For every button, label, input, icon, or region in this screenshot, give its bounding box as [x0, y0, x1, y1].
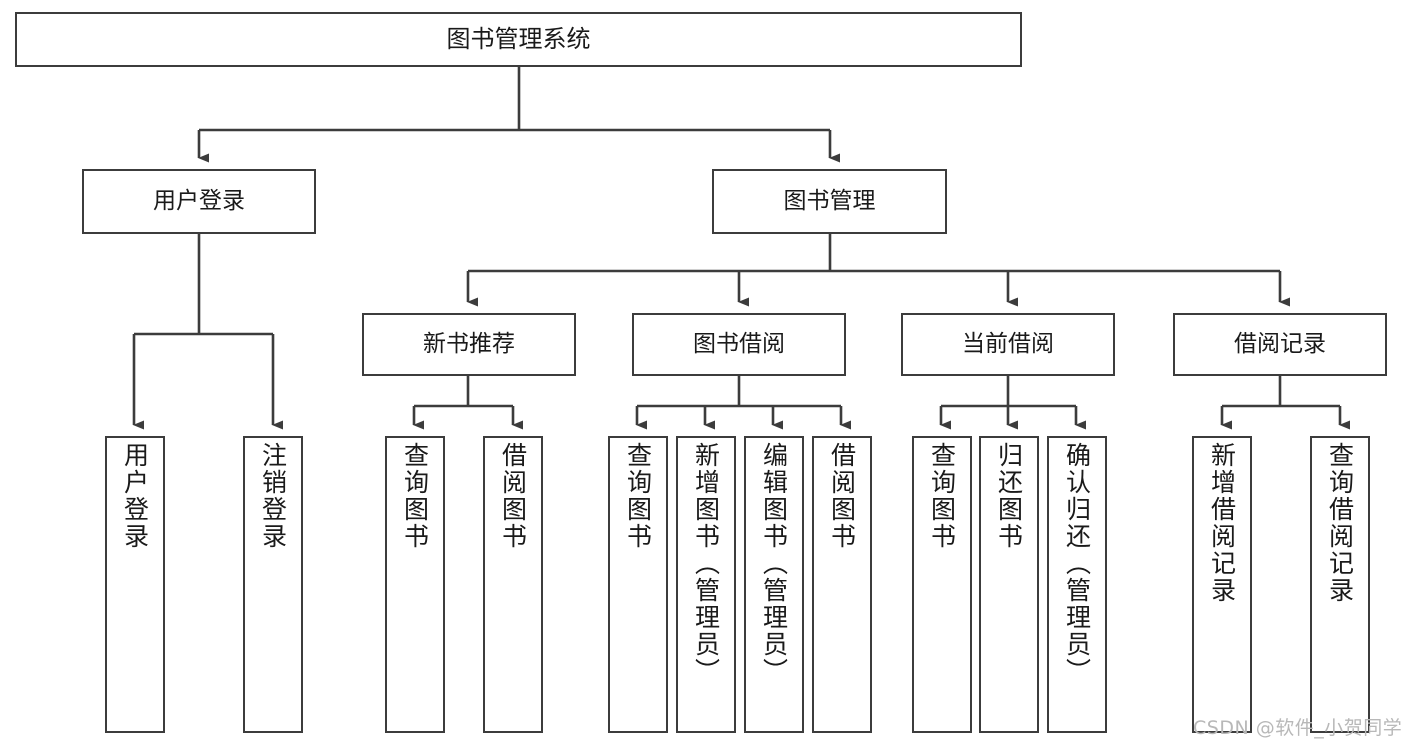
node-label: 用户登录 — [120, 442, 150, 550]
node-borrow-record[interactable]: 借阅记录 — [1173, 313, 1387, 376]
node-label: 图书管理系统 — [446, 24, 591, 53]
node-root-system[interactable]: 图书管理系统 — [15, 12, 1022, 67]
node-label: 查询图书 — [623, 442, 653, 550]
node-label: 查询借阅记录 — [1325, 442, 1355, 604]
node-book-management[interactable]: 图书管理 — [712, 169, 947, 234]
node-label: 新增借阅记录 — [1207, 442, 1237, 604]
node-book-borrow[interactable]: 图书借阅 — [632, 313, 846, 376]
node-label: 图书管理 — [783, 188, 876, 215]
node-label: 借阅记录 — [1234, 331, 1326, 358]
node-label: 查询图书 — [400, 442, 430, 550]
node-label: 确认归还（管理员） — [1062, 442, 1092, 685]
leaf-book-borrow-borrow[interactable]: 借阅图书 — [812, 436, 872, 733]
leaf-borrow-record-add[interactable]: 新增借阅记录 — [1192, 436, 1252, 733]
node-label: 当前借阅 — [962, 331, 1054, 358]
leaf-borrow-record-query[interactable]: 查询借阅记录 — [1310, 436, 1370, 733]
leaf-current-borrow-confirm-return[interactable]: 确认归还（管理员） — [1047, 436, 1107, 733]
node-label: 注销登录 — [258, 442, 288, 550]
node-label: 用户登录 — [153, 188, 245, 215]
node-user-login[interactable]: 用户登录 — [82, 169, 316, 234]
leaf-book-borrow-query[interactable]: 查询图书 — [608, 436, 668, 733]
node-label: 借阅图书 — [498, 442, 528, 550]
leaf-new-book-query[interactable]: 查询图书 — [385, 436, 445, 733]
node-label: 新书推荐 — [423, 331, 515, 358]
leaf-user-login-login[interactable]: 用户登录 — [105, 436, 165, 733]
node-label: 查询图书 — [927, 442, 957, 550]
leaf-new-book-borrow[interactable]: 借阅图书 — [483, 436, 543, 733]
node-label: 借阅图书 — [827, 442, 857, 550]
node-new-book-recommend[interactable]: 新书推荐 — [362, 313, 576, 376]
leaf-book-borrow-edit[interactable]: 编辑图书（管理员） — [744, 436, 804, 733]
leaf-current-borrow-return[interactable]: 归还图书 — [979, 436, 1039, 733]
node-current-borrow[interactable]: 当前借阅 — [901, 313, 1115, 376]
leaf-book-borrow-add[interactable]: 新增图书（管理员） — [676, 436, 736, 733]
node-label: 新增图书（管理员） — [691, 442, 721, 685]
leaf-user-login-logout[interactable]: 注销登录 — [243, 436, 303, 733]
leaf-current-borrow-query[interactable]: 查询图书 — [912, 436, 972, 733]
node-label: 编辑图书（管理员） — [759, 442, 789, 685]
csdn-watermark: CSDN @软件_小贺同学 — [1193, 717, 1403, 739]
node-label: 归还图书 — [994, 442, 1024, 550]
node-label: 图书借阅 — [693, 331, 785, 358]
